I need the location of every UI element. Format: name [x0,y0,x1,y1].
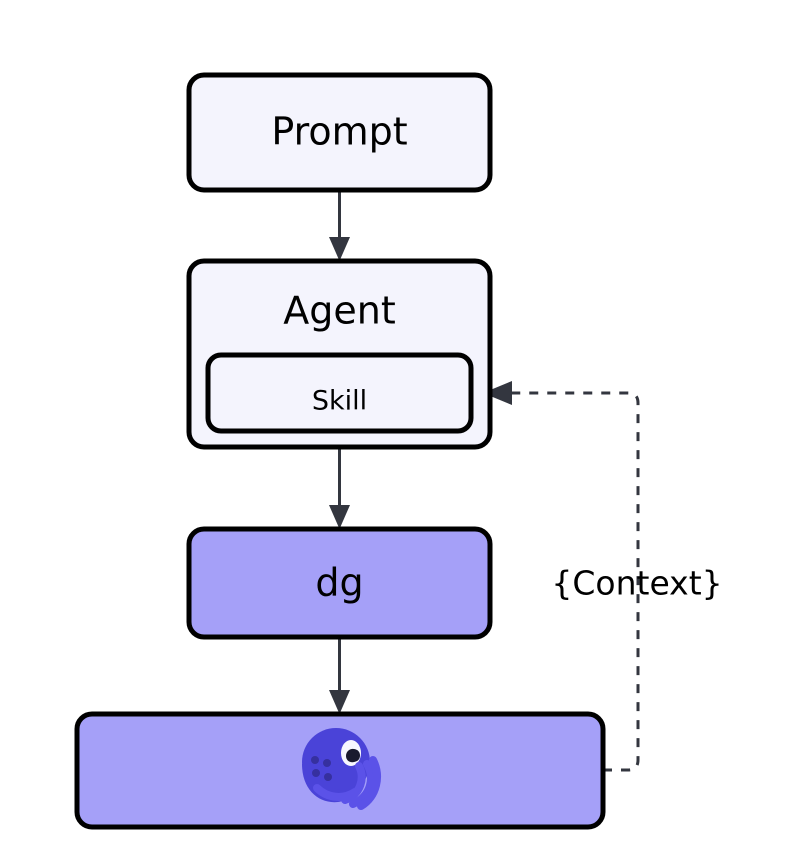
edge-label-context: {Context} [551,564,722,603]
edge-mascot-to-skill-context [483,381,640,772]
node-dg[interactable]: dg [186,526,493,640]
octopus-icon [302,728,381,810]
node-dg-label: dg [315,561,363,605]
edge-prompt-to-agent [329,190,350,261]
node-prompt-label: Prompt [271,110,407,154]
node-skill-label: Skill [312,386,367,417]
node-agent-label: Agent [283,289,395,333]
node-skill[interactable]: Skill [205,352,474,434]
node-prompt[interactable]: Prompt [186,72,493,193]
edge-agent-to-dg [329,447,350,529]
edge-dg-to-mascot-node [329,637,350,714]
node-mascot[interactable] [74,711,606,830]
